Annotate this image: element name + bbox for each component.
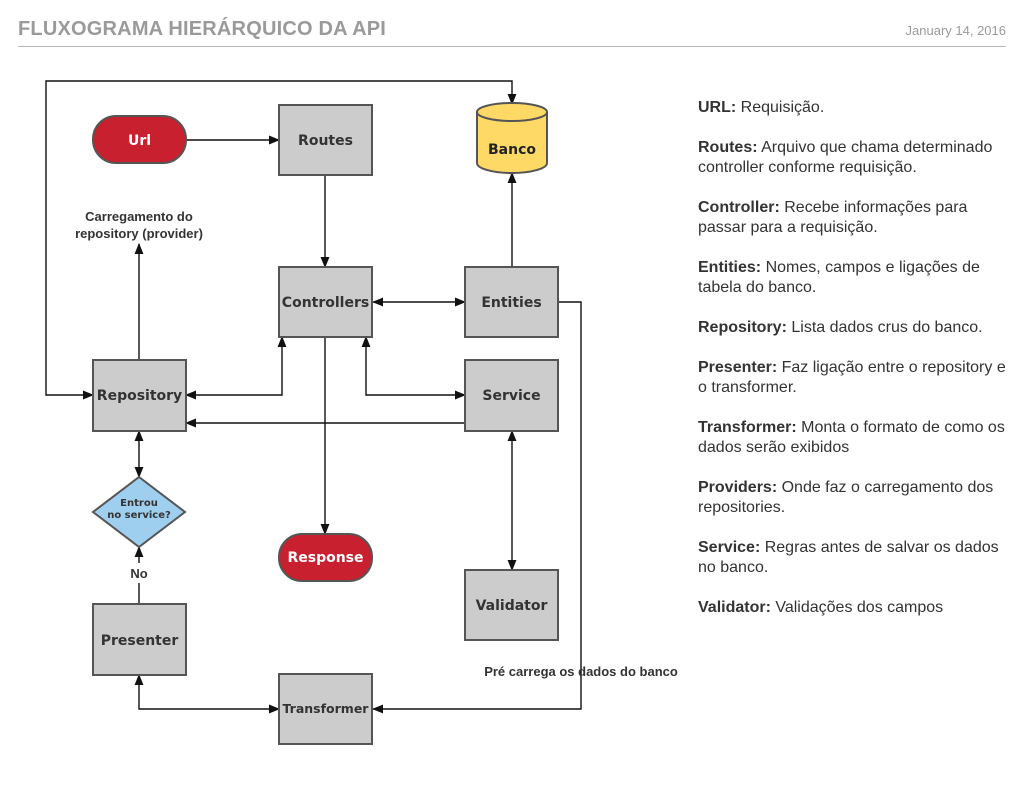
flowchart: Carregamento do repository (provider) No… [45,80,678,745]
node-validator: Validator [464,569,559,641]
legend-desc: Requisição. [740,99,825,116]
node-controllers: Controllers [278,266,373,338]
legend: URL: Requisição. Routes: Arquivo que cha… [698,98,1014,638]
legend-item-presenter: Presenter: Faz ligação entre o repositor… [698,358,1014,398]
legend-term: Repository: [698,319,787,336]
node-transformer-label: Transformer [283,701,370,716]
edge-controllers-service [361,335,467,400]
legend-item-validator: Validator: Validações dos campos [698,598,1014,618]
edge-presenter-transformer [134,673,281,714]
legend-desc: Regras antes de salvar os dados no banco… [698,539,999,576]
node-response: Response [278,533,373,582]
legend-item-url: URL: Requisição. [698,98,1014,118]
legend-desc: Arquivo que chama determinado controller… [698,139,993,176]
legend-item-providers: Providers: Onde faz o carregamento dos r… [698,478,1014,518]
legend-term: Transformer: [698,419,797,436]
legend-item-transformer: Transformer: Monta o formato de como os … [698,418,1014,458]
legend-desc: Validações dos campos [775,599,944,616]
legend-item-repository: Repository: Lista dados crus do banco. [698,318,1014,338]
node-presenter: Presenter [92,603,187,676]
legend-desc: Monta o formato de como os dados serão e… [698,419,1005,456]
legend-desc: Lista dados crus do banco. [791,319,983,336]
legend-desc: Faz ligação entre o repository e o trans… [698,359,1006,396]
node-transformer: Transformer [278,673,373,745]
node-decision: Entrou no service? [91,475,187,549]
legend-desc: Recebe informações para passar para a re… [698,199,968,236]
node-presenter-label: Presenter [101,633,179,649]
node-banco: Banco [476,102,548,174]
page-date: January 14, 2016 [905,23,1006,38]
legend-term: Controller: [698,199,780,216]
edges [45,80,582,714]
node-decision-label-line1: Entrou [120,498,158,509]
legend-term: URL: [698,99,737,116]
node-decision-label-line2: no service? [107,510,171,521]
page-title: FLUXOGRAMA HIERÁRQUICO DA API [18,18,387,40]
provider-label-line2: repository (provider) [75,226,203,241]
node-response-label: Response [287,550,363,566]
node-url: Url [92,115,187,164]
node-entities: Entities [464,266,559,338]
preload-label: Pré carrega os dados do banco [484,664,678,679]
legend-item-routes: Routes: Arquivo que chama determinado co… [698,138,1014,178]
edge-repository-banco [45,80,517,400]
node-repository-label: Repository [97,388,182,404]
node-routes-label: Routes [298,133,353,149]
node-repository: Repository [92,359,187,432]
node-banco-label: Banco [488,142,536,158]
legend-term: Entities: [698,259,762,276]
legend-term: Providers: [698,479,778,496]
legend-desc: Nomes, campos e ligações de tabela do ba… [698,259,980,296]
node-service: Service [464,359,559,432]
legend-item-entities: Entities: Nomes, campos e ligações de ta… [698,258,1014,298]
provider-label-line1: Carregamento do [85,209,193,224]
edge-entities-transformer [371,301,582,714]
title-divider [18,46,1006,47]
legend-item-controller: Controller: Recebe informações para pass… [698,198,1014,238]
legend-desc: Onde faz o carregamento dos repositories… [698,479,994,516]
edge-repository-controllers [184,335,287,400]
node-entities-label: Entities [481,295,541,311]
node-service-label: Service [482,388,540,404]
legend-term: Routes: [698,139,758,156]
legend-item-service: Service: Regras antes de salvar os dados… [698,538,1014,578]
legend-term: Presenter: [698,359,778,376]
legend-term: Validator: [698,599,771,616]
node-validator-label: Validator [476,598,548,614]
legend-term: Service: [698,539,761,556]
node-routes: Routes [278,104,373,176]
node-url-label: Url [128,133,151,149]
node-controllers-label: Controllers [282,295,369,311]
no-label: No [130,566,147,581]
